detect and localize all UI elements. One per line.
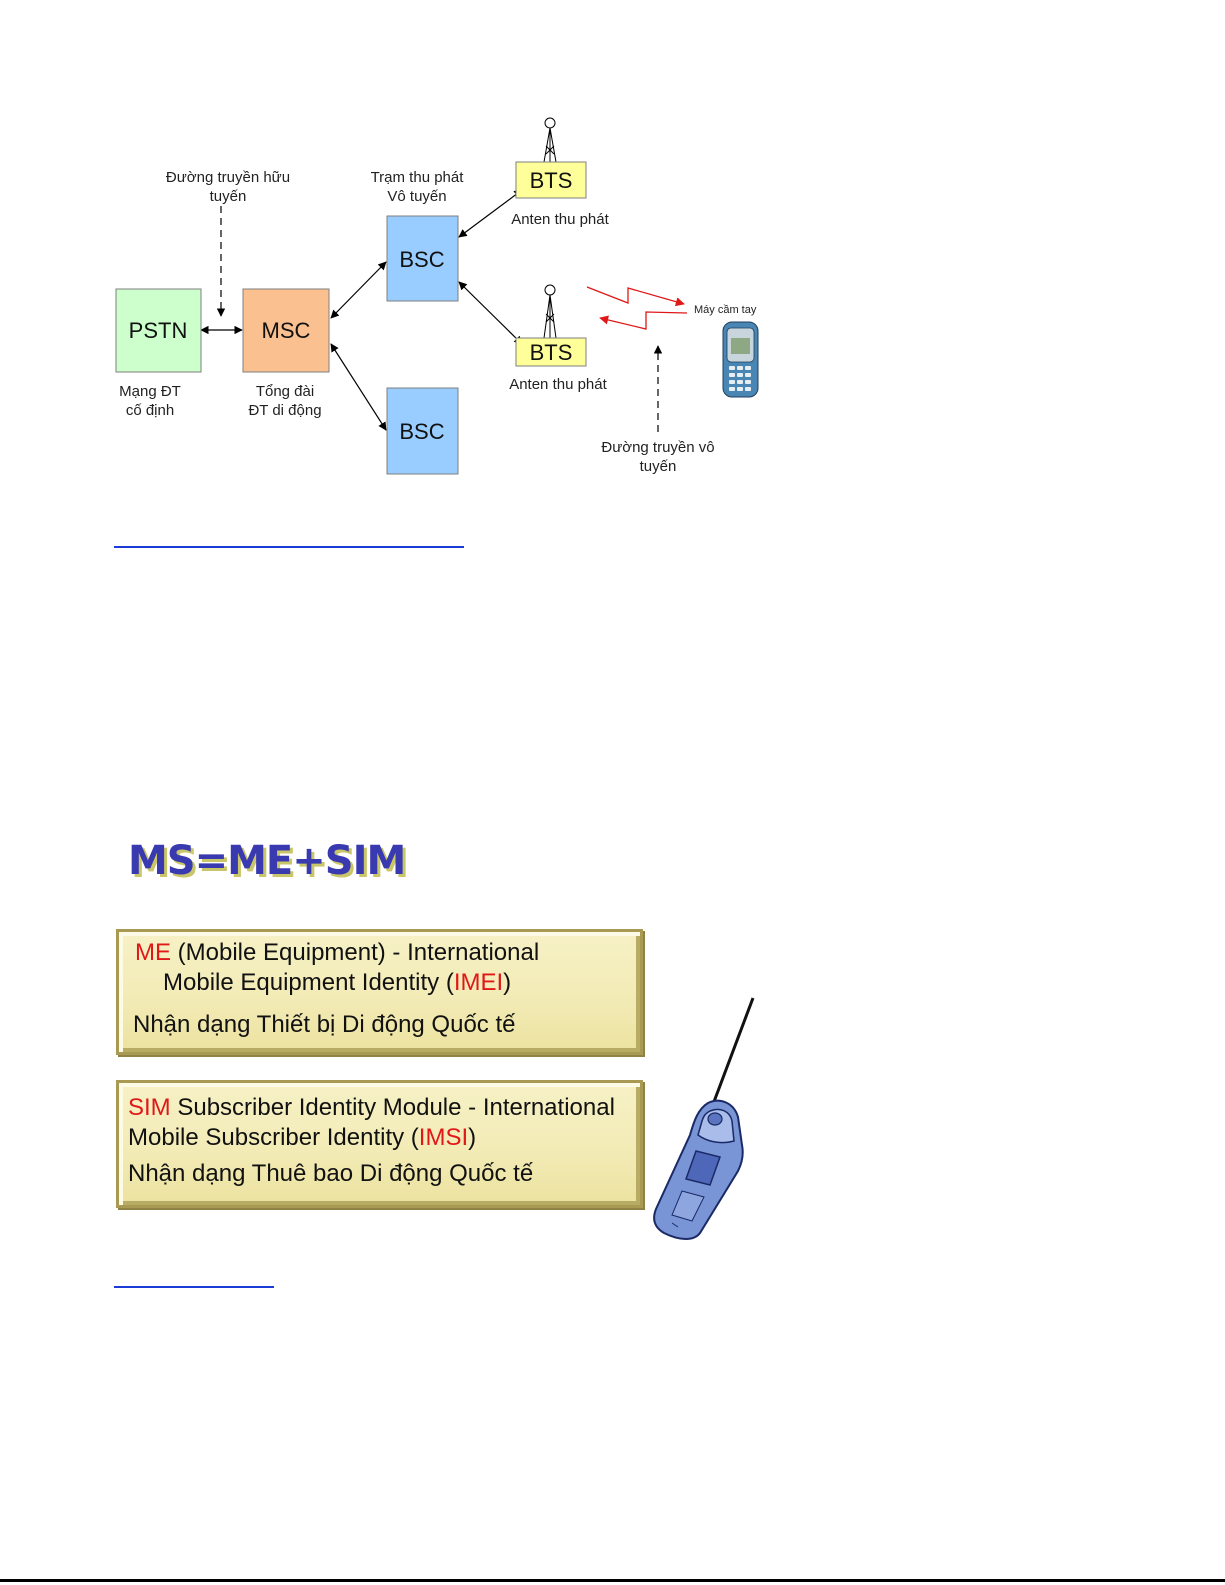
page-bottom-rule — [0, 1579, 1225, 1582]
msc-bsc-top-link — [330, 261, 387, 319]
pstn-label: PSTN — [129, 318, 188, 343]
bsc-top-node: BSC — [386, 215, 459, 302]
handset-icon — [722, 321, 759, 398]
bts-bottom-node: BTS — [515, 284, 587, 367]
bsc-bottom-node: BSC — [386, 387, 459, 475]
antenna-bottom-icon — [543, 284, 557, 339]
imsi-abbr: IMSI — [418, 1124, 469, 1151]
msc-label: MSC — [262, 318, 311, 343]
antenna-bottom-label: Anten thu phát — [509, 376, 607, 393]
network-diagram: PSTN MSC BSC BSC BTS — [115, 117, 759, 475]
me-line-3-text: Nhận dạng Thiết bị Di động Quốc tế — [133, 1011, 516, 1038]
sim-line-1: SIM Subscriber Identity Module - Interna… — [128, 1093, 640, 1123]
bsc-bts-bottom-link — [458, 281, 523, 345]
wired-line-label-1: Đường truyền hữu — [166, 169, 290, 186]
bsc-bottom-label: BSC — [399, 419, 444, 444]
sim-line-3-text: Nhận dạng Thuê bao Di động Quốc tế — [128, 1160, 534, 1187]
handset-label: Máy cầm tay — [694, 304, 757, 316]
antenna-top-label: Anten thu phát — [511, 211, 609, 228]
antenna-top-icon — [543, 117, 557, 163]
msc-node: MSC — [242, 288, 330, 373]
exchange-label-2: ĐT di động — [248, 402, 321, 419]
bts-top-node: BTS — [515, 117, 587, 199]
slide-title: MS=ME+SIM — [128, 838, 406, 884]
wireless-line-label-1: Đường truyền vô — [601, 439, 714, 456]
sim-line-3: Nhận dạng Thuê bao Di động Quốc tế — [128, 1159, 640, 1189]
sim-line-2: Mobile Subscriber Identity (IMSI) — [128, 1123, 640, 1153]
bsc-top-label: BSC — [399, 247, 444, 272]
sim-line-2-start: Mobile Subscriber Identity ( — [128, 1124, 419, 1151]
link-underline-1[interactable] — [114, 546, 464, 548]
me-line-3: Nhận dạng Thiết bị Di động Quốc tế — [133, 1010, 640, 1040]
fixed-net-label-1: Mạng ĐT — [119, 383, 181, 400]
radio-signal-in — [599, 311, 688, 330]
wireless-line-label-2: tuyến — [640, 458, 677, 475]
me-line-2-end: ) — [503, 969, 512, 996]
sim-info-box: SIM Subscriber Identity Module - Interna… — [116, 1080, 643, 1208]
me-line-1: ME (Mobile Equipment) - International — [135, 938, 640, 968]
mobile-phone-icon — [653, 997, 755, 1240]
me-line-1-text: (Mobile Equipment) - International — [171, 939, 540, 966]
me-line-2-start: Mobile Equipment Identity ( — [163, 969, 454, 996]
me-line-2: Mobile Equipment Identity (IMEI) — [163, 968, 640, 998]
sim-line-1-text: Subscriber Identity Module - Internation… — [170, 1094, 615, 1121]
me-info-box: ME (Mobile Equipment) - International Mo… — [116, 929, 643, 1055]
sim-abbr: SIM — [128, 1094, 171, 1121]
radio-station-label-2: Vô tuyến — [387, 188, 446, 205]
msc-bsc-bottom-link — [330, 343, 387, 431]
me-abbr: ME — [135, 939, 171, 966]
exchange-label-1: Tổng đài — [256, 383, 314, 400]
fixed-net-label-2: cố định — [126, 402, 174, 419]
radio-station-label-1: Trạm thu phát — [371, 169, 465, 186]
radio-signal-out — [586, 286, 685, 307]
sim-line-2-end: ) — [468, 1124, 477, 1151]
wired-line-label-2: tuyến — [210, 188, 247, 205]
bts-bottom-label: BTS — [530, 340, 573, 365]
bsc-bts-top-link — [458, 189, 523, 238]
link-underline-2[interactable] — [114, 1286, 274, 1288]
imei-abbr: IMEI — [453, 969, 504, 996]
pstn-node: PSTN — [115, 288, 202, 373]
bts-top-label: BTS — [530, 168, 573, 193]
